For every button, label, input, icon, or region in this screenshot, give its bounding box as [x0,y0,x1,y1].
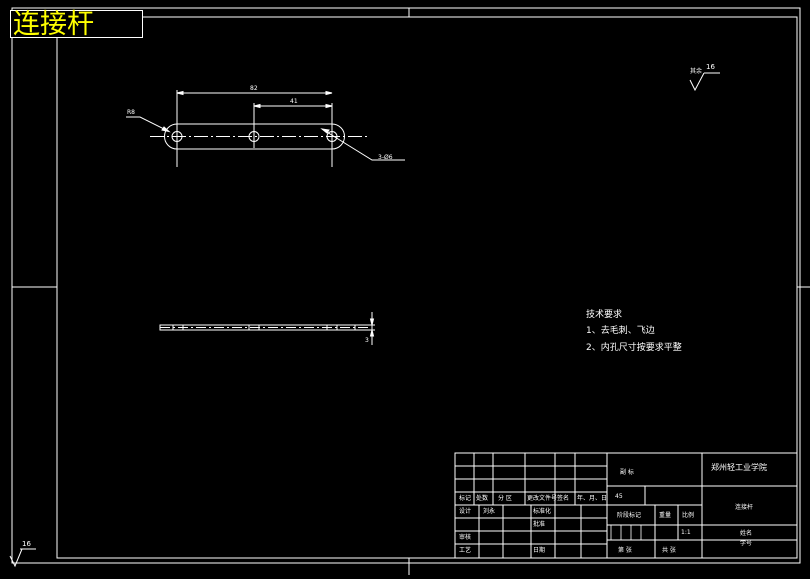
radius-leader-arrow [161,126,171,133]
part-title: 连接杆 [10,10,143,39]
dim-41-arrow-right [325,103,333,109]
roughness-symbol-corner [9,548,36,568]
side-thk-arrow-top [369,318,375,326]
title-block-grid [454,452,798,559]
rev-header-zone: 分 区 [498,495,512,502]
dim-82-text: 82 [250,85,258,92]
rev-header-date: 年、月、日 [577,495,608,502]
role-approve: 批准 [533,521,546,528]
drawing-name-cell: 连接杆 [735,504,754,511]
designer-name: 刘永 [483,508,496,515]
rev-header-mark: 标记 [459,495,472,502]
plan-view [126,90,405,167]
roughness-other-label: 其余 [690,68,703,75]
rev-header-doc: 更改文件号 [527,495,558,502]
tech-req-item-2: 2、内孔尺寸按要求平整 [586,343,682,353]
dim-82-arrow-right [325,90,333,96]
link-end-left [164,123,178,150]
dim-41-arrow-left [253,103,261,109]
rev-header-count: 处数 [476,495,489,502]
inner-frame [56,16,798,559]
radius-text: R8 [127,109,135,116]
scale-value: 1:1 [681,529,691,536]
hole-leader [321,128,405,161]
role-process: 工艺 [459,547,472,554]
stage-mark-label: 阶段标记 [617,512,642,519]
side-view [159,312,375,345]
outer-frame [11,7,801,564]
tech-req-item-1: 1、去毛刺、飞边 [586,326,655,336]
stage-mark-cells [610,525,642,540]
id-label: 学号 [740,540,753,547]
thickness-text: 3 [365,337,369,344]
hole-callout-text: 3-Ø6 [378,154,393,161]
roughness-symbol-other [689,72,720,92]
rev-header-sign: 签名 [557,495,570,502]
role-review: 审核 [459,534,472,541]
name-label: 姓名 [740,530,753,537]
weight-label: 重量 [659,512,672,519]
roughness-other-value: 16 [706,63,715,71]
school-name: 郑州轻工业学院 [711,463,767,472]
scale-label: 比例 [682,512,695,519]
material-cell: 45 [615,493,623,500]
hole-leader-arrow [320,128,330,134]
side-thk-arrow-bot [369,329,375,337]
extra-label: 副 标 [620,469,634,476]
sheet-no: 第 张 [618,547,632,554]
roughness-corner-value: 16 [22,540,31,548]
role-standardize: 标准化 [533,508,552,515]
radius-leader [126,116,169,132]
dim-82-arrow-left [176,90,184,96]
sheets-total: 共 张 [662,547,676,554]
role-design: 设计 [459,508,472,515]
dim-41-text: 41 [290,98,298,105]
role-date: 日期 [533,547,546,554]
tech-req-heading: 技术要求 [586,310,623,320]
